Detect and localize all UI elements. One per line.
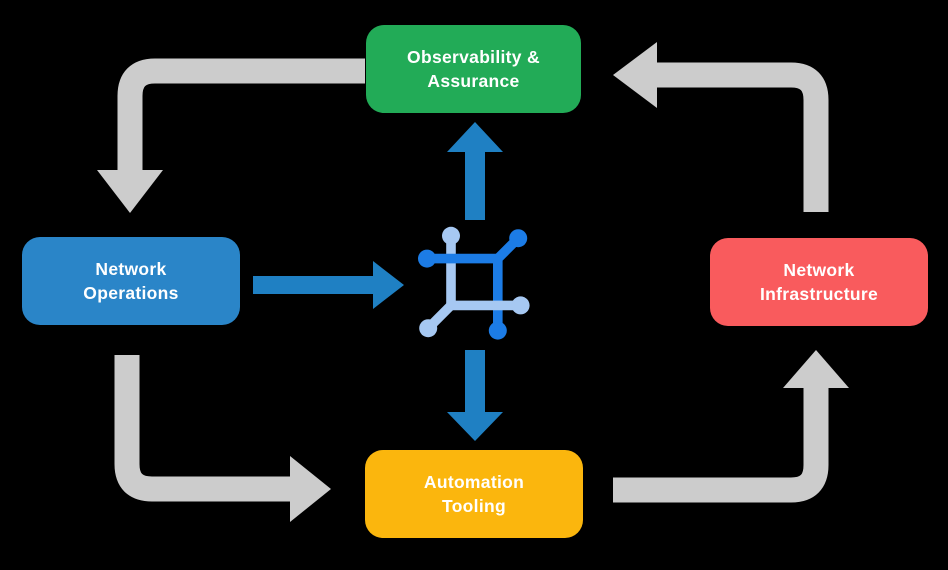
network-mesh-dark-strands bbox=[418, 229, 528, 340]
arrow-hub-to-observability-icon bbox=[447, 122, 503, 220]
node-network-operations: Network Operations bbox=[22, 237, 240, 325]
node-label-line: Observability & bbox=[407, 47, 540, 67]
arrow-operations-to-hub-icon bbox=[253, 261, 404, 309]
arrow-infrastructure-to-observability-icon bbox=[613, 42, 829, 212]
arrow-hub-to-tooling-icon bbox=[447, 350, 503, 441]
node-label-line: Tooling bbox=[442, 496, 506, 516]
arrow-tooling-to-infrastructure-icon bbox=[613, 350, 849, 503]
node-label-line: Network bbox=[95, 259, 167, 279]
network-mesh-light-strands bbox=[419, 226, 460, 338]
network-mesh-icon bbox=[415, 225, 535, 345]
node-observability-assurance: Observability & Assurance bbox=[366, 25, 581, 113]
node-label-line: Assurance bbox=[427, 71, 520, 91]
node-automation-tooling: Automation Tooling bbox=[365, 450, 583, 538]
node-label-line: Automation bbox=[423, 472, 525, 492]
node-label: Network Infrastructure bbox=[760, 258, 878, 306]
node-label: Automation Tooling bbox=[424, 470, 524, 518]
arrow-operations-to-tooling-icon bbox=[114, 355, 331, 522]
node-label-line: Operations bbox=[83, 283, 179, 303]
node-label-line: Infrastructure bbox=[760, 284, 878, 304]
node-label-line: Network bbox=[783, 260, 855, 280]
node-network-infrastructure: Network Infrastructure bbox=[710, 238, 928, 326]
network-mesh-light-strands bbox=[446, 296, 530, 315]
node-label: Network Operations bbox=[83, 257, 178, 305]
arrow-observability-to-operations-icon bbox=[97, 58, 365, 213]
node-label: Observability & Assurance bbox=[407, 45, 540, 93]
